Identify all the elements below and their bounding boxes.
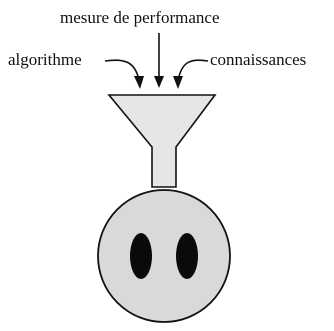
label-performance-measure: mesure de performance	[60, 9, 220, 26]
arrow-algorithm	[105, 60, 139, 80]
agent-head	[98, 190, 230, 322]
right-eye	[176, 233, 198, 279]
funnel	[109, 95, 215, 187]
label-knowledge: connaissances	[210, 51, 306, 68]
arrow-algorithm-head	[134, 76, 144, 89]
arrows	[105, 33, 208, 89]
left-eye	[130, 233, 152, 279]
label-algorithm: algorithme	[8, 51, 82, 68]
arrow-performance-head	[154, 76, 164, 88]
arrow-knowledge-head	[173, 76, 183, 89]
